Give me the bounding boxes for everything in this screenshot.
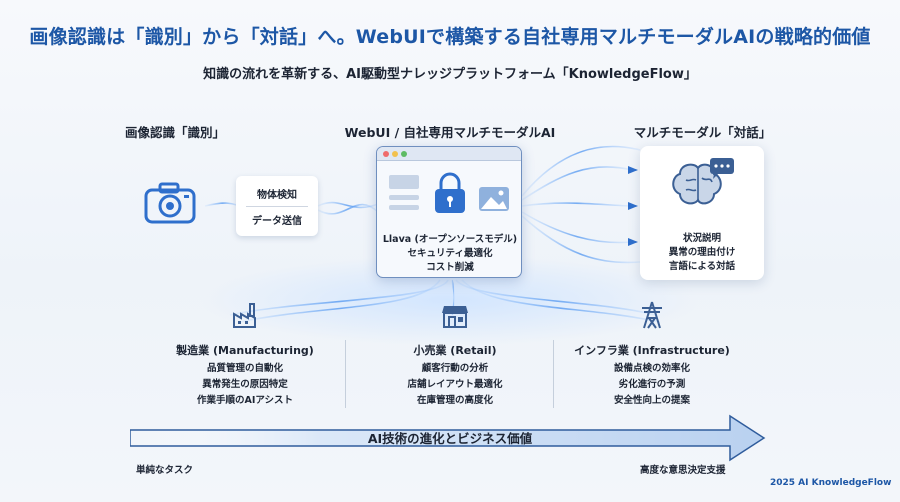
industry-manufacturing: 製造業 (Manufacturing) 品質管理の自動化 異常発生の原因特定 作… — [160, 300, 330, 406]
progress-label: AI技術の進化とビジネス価値 — [367, 431, 533, 446]
padlock-icon — [435, 172, 465, 213]
industry-title: 製造業 (Manufacturing) — [176, 344, 314, 357]
brain-icon — [672, 158, 734, 205]
copyright-text: 2025 AI KnowledgeFlow — [770, 478, 892, 488]
webui-browser-card: Llava (オープンソースモデル) セキュリティ最適化 コスト削減 — [376, 146, 522, 278]
industry-item: 異常発生の原因特定 — [202, 379, 288, 390]
webui-cost-label: コスト削減 — [426, 262, 474, 273]
factory-icon — [233, 303, 256, 328]
image-icon — [479, 187, 509, 211]
progress-end-label: 高度な意思決定支援 — [640, 465, 726, 476]
industry-item: 品質管理の自動化 — [206, 363, 283, 374]
industry-retail: 小売業 (Retail) 顧客行動の分析 店舗レイアウト最適化 在庫管理の高度化 — [370, 300, 540, 406]
column-heading-dialogue: マルチモーダル「対話」 — [633, 125, 772, 140]
recognition-steps-card: 物体検知 データ送信 — [236, 176, 318, 236]
dialogue-reasoning-label: 異常の理由付け — [668, 247, 736, 258]
step-divider — [246, 206, 308, 207]
browser-window-icon — [377, 147, 521, 161]
window-close-dot — [383, 151, 389, 157]
column-divider — [345, 340, 346, 408]
webui-security-label: セキュリティ最適化 — [407, 248, 493, 259]
dialogue-situation-label: 状況説明 — [682, 233, 721, 244]
webui-model-label: Llava (オープンソースモデル) — [382, 234, 518, 245]
industry-infrastructure: インフラ業 (Infrastructure) 設備点検の効率化 劣化進行の予測 … — [567, 300, 737, 406]
industry-title: インフラ業 (Infrastructure) — [574, 344, 730, 357]
column-heading-recognition: 画像認識「識別」 — [124, 125, 225, 140]
progress-arrow — [130, 414, 766, 462]
industry-item: 安全性向上の提案 — [613, 395, 690, 406]
industry-item: 在庫管理の高度化 — [416, 395, 493, 406]
column-divider — [553, 340, 554, 408]
column-heading-webui: WebUI / 自社専用マルチモーダルAI — [344, 125, 556, 140]
dialogue-conversation-label: 言語による対話 — [668, 261, 736, 272]
industry-item: 店舗レイアウト最適化 — [407, 379, 503, 390]
step-data-transfer: データ送信 — [252, 216, 302, 227]
window-minimize-dot — [392, 151, 398, 157]
industry-item: 作業手順のAIアシスト — [196, 395, 293, 406]
industry-title: 小売業 (Retail) — [413, 344, 497, 357]
webui-content-icons — [389, 172, 509, 213]
page-subtitle: 知識の流れを革新する、AI駆動型ナレッジプラットフォーム「KnowledgeFl… — [203, 67, 697, 82]
page-title: 画像認識は「識別」から「対話」へ。WebUIで構築する自社専用マルチモーダルAI… — [29, 26, 871, 48]
dialogue-card: 状況説明 異常の理由付け 言語による対話 — [640, 146, 764, 280]
industry-item: 顧客行動の分析 — [421, 363, 489, 374]
window-maximize-dot — [401, 151, 407, 157]
chat-bubble-icon — [710, 158, 734, 179]
camera-icon — [140, 178, 200, 228]
industry-item: 設備点検の効率化 — [613, 363, 690, 374]
industry-item: 劣化進行の予測 — [618, 379, 686, 390]
store-icon — [442, 306, 468, 328]
step-object-detection: 物体検知 — [257, 190, 297, 201]
transmission-tower-icon — [642, 301, 662, 329]
progress-start-label: 単純なタスク — [136, 465, 194, 476]
